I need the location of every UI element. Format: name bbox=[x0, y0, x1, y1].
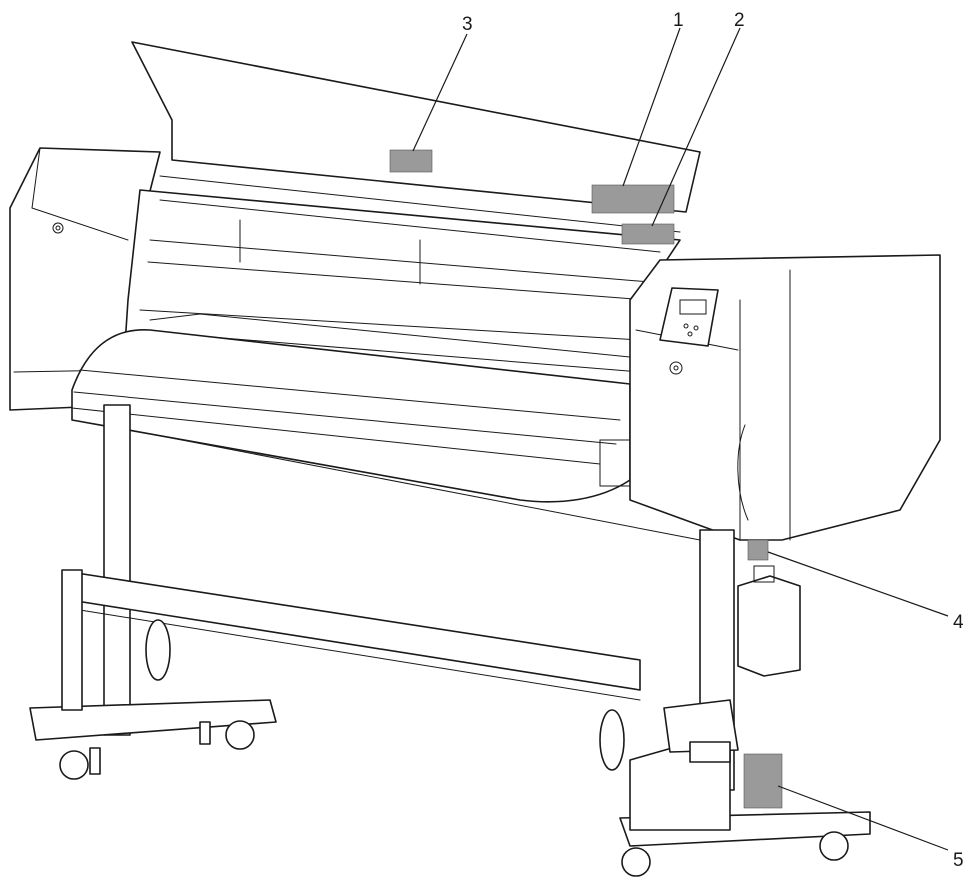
label-1 bbox=[591, 184, 675, 214]
callout-number-2: 2 bbox=[734, 10, 745, 31]
callout-lines bbox=[412, 27, 949, 851]
callout-number-3: 3 bbox=[462, 14, 473, 35]
callout-number-4: 4 bbox=[953, 612, 964, 633]
label-2 bbox=[621, 223, 675, 245]
take-up-drive-unit bbox=[629, 699, 739, 831]
casters bbox=[59, 720, 849, 877]
callout-number-5: 5 bbox=[953, 850, 964, 871]
label-3 bbox=[389, 149, 433, 173]
label-4 bbox=[747, 539, 769, 561]
callout-number-1: 1 bbox=[673, 10, 684, 31]
control-panel bbox=[659, 287, 719, 347]
label-5 bbox=[743, 753, 783, 809]
waste-ink-tank bbox=[737, 565, 801, 677]
take-up-roller bbox=[61, 569, 641, 771]
top-cover bbox=[131, 41, 701, 233]
